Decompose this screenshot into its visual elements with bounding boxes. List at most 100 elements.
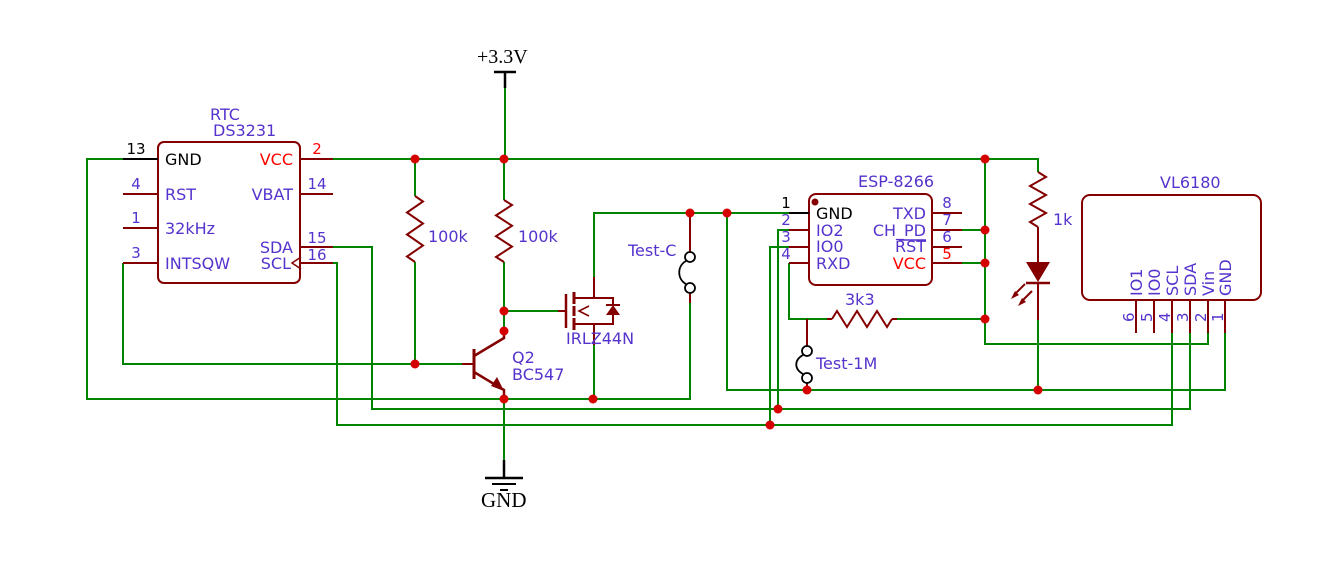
tp1-circle-bottom <box>684 282 696 294</box>
esp-pin2-num: 2 <box>781 211 791 229</box>
vl-pin4-num: 4 <box>1156 312 1174 322</box>
wire-scl-bus[interactable] <box>333 262 1173 426</box>
power-3v3-label: +3.3V <box>477 46 528 68</box>
vl6180-part-label: VL6180 <box>1160 173 1221 192</box>
rtc-body[interactable] <box>157 141 301 284</box>
esp-pin6-num: 6 <box>942 228 952 246</box>
esp-pin-txd-name: TXD <box>892 204 926 223</box>
wire-switched-gnd[interactable] <box>726 213 1226 391</box>
led-arrow-2-head <box>1018 298 1026 306</box>
tp2-arc <box>795 354 804 375</box>
vl-pin5-num: 5 <box>1138 312 1156 322</box>
r1-value: 100k <box>428 227 469 246</box>
r3-value: 3k3 <box>845 290 875 309</box>
component-mosfet-irlz44n[interactable]: IRLZ44N <box>558 277 634 348</box>
rtc-pin-32khz-name: 32kHz <box>165 219 215 238</box>
resistor-r1-100k[interactable]: 100k <box>405 195 469 263</box>
component-rtc-ds3231[interactable]: RTC DS3231 GND RST 32kHz INTSQW VCC VBAT… <box>123 105 333 284</box>
rtc-part: DS3231 <box>213 121 276 140</box>
junction-dot <box>1033 385 1043 395</box>
led-triangle <box>1026 262 1050 282</box>
wire-3v3-rail[interactable] <box>333 158 1039 172</box>
vl-pin6-num: 6 <box>1120 312 1138 322</box>
rtc-pin-vbat-name: VBAT <box>252 185 294 204</box>
wires <box>86 88 1226 460</box>
junction-dot <box>588 394 598 404</box>
q2-collector <box>473 331 506 358</box>
tp2-label: Test-1M <box>815 354 877 373</box>
rtc-pin-scl-name: SCL <box>261 254 291 273</box>
wire-io2[interactable] <box>777 229 789 409</box>
resistor-r3-3k3[interactable]: 3k3 <box>827 290 897 329</box>
esp-pin-rst-name: RST <box>895 237 926 256</box>
r4-value: 1k <box>1053 210 1073 229</box>
junction-dot <box>410 154 420 164</box>
esp-pin1-num: 1 <box>781 194 791 212</box>
wire-rxd-left[interactable] <box>788 263 827 320</box>
esp-pin4-num: 4 <box>781 245 791 263</box>
junction-dot <box>980 258 990 268</box>
r2-zigzag[interactable] <box>494 199 514 263</box>
q2-emitter-arrow <box>491 377 504 391</box>
r3-zigzag[interactable] <box>831 309 893 329</box>
wire-vin-feed[interactable] <box>984 159 1209 345</box>
mosfet-arrow-icon <box>577 305 590 317</box>
rtc-pin14-num: 14 <box>307 175 326 193</box>
wire-intsqw-base[interactable] <box>122 263 468 365</box>
component-q2-bc547[interactable]: Q2 BC547 <box>462 331 564 399</box>
vl-pin-vin-name: Vin <box>1199 271 1218 296</box>
esp-pin-vcc-name: VCC <box>893 254 926 273</box>
wire-gnd-bus[interactable] <box>86 158 691 400</box>
junction-dot <box>499 326 509 336</box>
power-3v3-symbol[interactable]: +3.3V <box>477 46 528 88</box>
q2-ref-label: Q2 <box>512 348 535 367</box>
vl-pin-io0-name: IO0 <box>1145 269 1164 297</box>
junction-dot <box>410 359 420 369</box>
rtc-ref: RTC <box>210 105 240 124</box>
esp-pin3-num: 3 <box>781 228 791 246</box>
esp-part-label: ESP-8266 <box>858 172 934 191</box>
vl-pin2-num: 2 <box>1192 312 1210 322</box>
rtc-pin-gnd-name: GND <box>165 150 202 169</box>
esp-pin-io0-name: IO0 <box>816 237 844 256</box>
junction-dot <box>980 314 990 324</box>
junction-dot <box>499 154 509 164</box>
rtc-pin16-num: 16 <box>307 246 326 264</box>
rtc-pin15-num: 15 <box>307 229 326 247</box>
wire-sda-bus[interactable] <box>333 246 1191 410</box>
esp-pin-io2-name: IO2 <box>816 221 844 240</box>
esp-pin-chpd-name: CH_PD <box>873 221 926 241</box>
power-gnd-symbol[interactable]: GND <box>481 460 527 512</box>
rtc-pin-sda-name: SDA <box>260 238 293 257</box>
wire-mosfet-drain[interactable] <box>593 212 789 277</box>
component-led[interactable] <box>1011 227 1050 320</box>
junction-dot <box>499 306 509 316</box>
vl-pin3-num: 3 <box>1174 312 1192 322</box>
vl-pin-gnd-name: GND <box>1216 259 1235 296</box>
resistor-r4-1k[interactable]: 1k <box>1027 171 1073 229</box>
component-vl6180[interactable]: VL6180 IO1 IO0 SCL SDA Vin GND 6 5 4 3 2… <box>1081 173 1262 333</box>
tp2-circle-bottom <box>801 372 813 384</box>
rtc-pin-rst-name: RST <box>165 185 196 204</box>
tp1-label: Test-C <box>627 241 676 260</box>
rtc-scl-clock-icon <box>290 256 302 270</box>
r2-value: 100k <box>518 227 559 246</box>
esp-pin-rxd-name: RXD <box>816 254 850 273</box>
esp-body[interactable] <box>808 193 933 286</box>
testpoint-test-c[interactable]: Test-C <box>627 213 696 303</box>
esp-pin8-num: 8 <box>942 194 952 212</box>
wire-io0[interactable] <box>769 246 789 425</box>
mosfet-bodydiode-triangle <box>606 305 620 315</box>
junction-dot <box>765 420 775 430</box>
resistor-r2-100k[interactable]: 100k <box>494 199 559 263</box>
esp-pin-gnd-name: GND <box>816 204 853 223</box>
component-esp8266[interactable]: ESP-8266 GND IO2 IO0 RXD TXD CH_PD RST V… <box>781 172 962 286</box>
rtc-pin2-num: 2 <box>312 140 322 158</box>
junction-dot <box>722 208 732 218</box>
junction-dot <box>980 225 990 235</box>
r1-zigzag[interactable] <box>405 195 425 263</box>
testpoint-test-1m[interactable]: Test-1M <box>795 319 877 390</box>
r4-zigzag[interactable] <box>1027 171 1049 228</box>
